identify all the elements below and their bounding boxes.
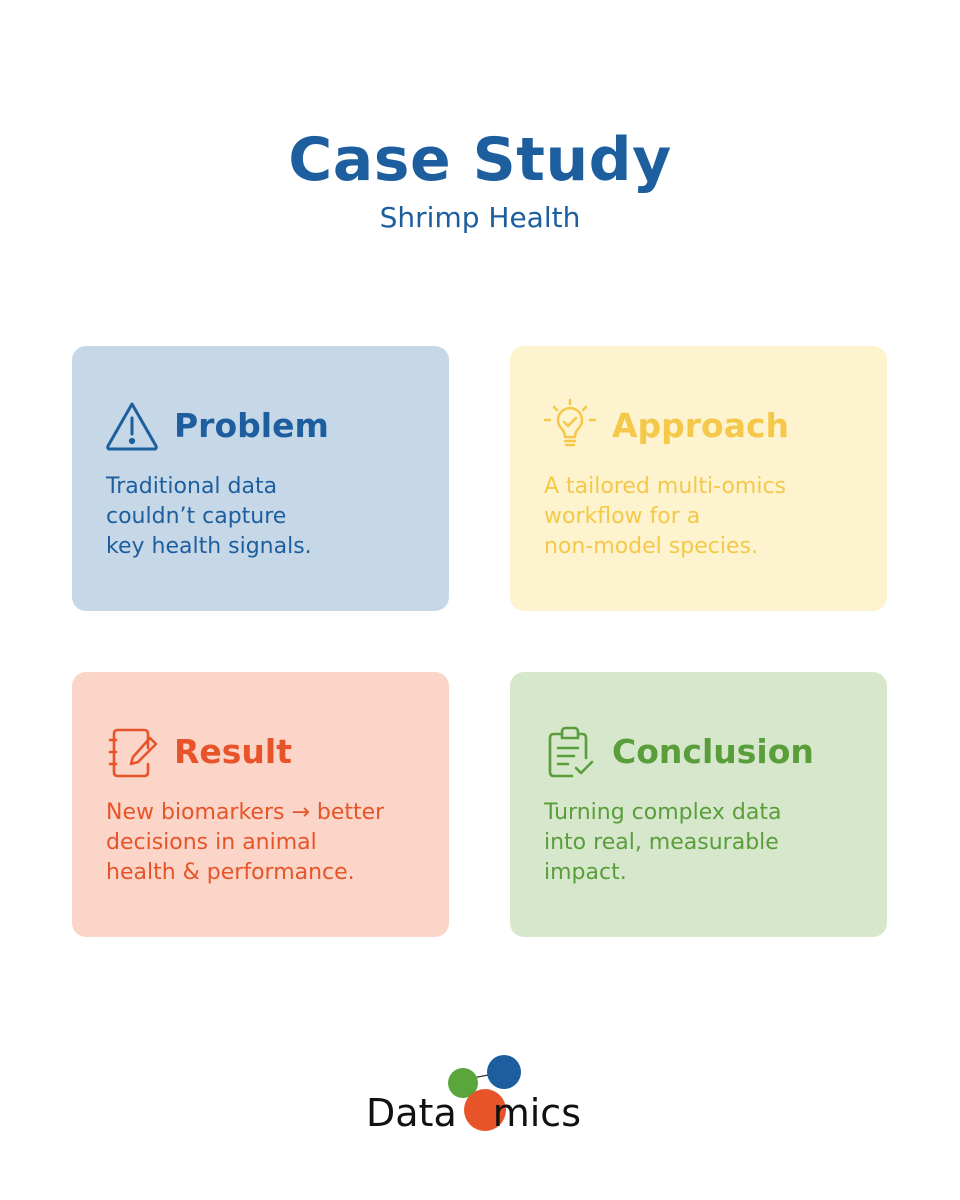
card-problem: Problem Traditional data couldn’t captur…	[72, 346, 449, 611]
card-approach: Approach A tailored multi-omics workflow…	[510, 346, 887, 611]
card-header: Conclusion	[542, 722, 814, 782]
card-body: New biomarkers → better decisions in ani…	[106, 800, 385, 885]
logo-text-left: Data	[366, 1091, 457, 1135]
card-title: Approach	[612, 406, 790, 445]
card-result: Result New biomarkers → better decisions…	[72, 672, 449, 937]
logo-text-right: mics	[492, 1091, 581, 1135]
lightbulb-check-icon	[542, 398, 598, 454]
dataomics-logo: Data mics	[360, 1050, 600, 1140]
card-conclusion: Conclusion Turning complex data into rea…	[510, 672, 887, 937]
card-header: Result	[104, 722, 292, 782]
clipboard-check-icon	[542, 724, 598, 780]
logo-wordmark: Data mics	[366, 1088, 581, 1138]
notebook-pen-icon	[104, 724, 160, 780]
page-subtitle: Shrimp Health	[379, 201, 581, 234]
card-title: Conclusion	[612, 732, 814, 771]
card-header: Approach	[542, 396, 789, 456]
card-body: A tailored multi-omics workflow for a no…	[544, 474, 787, 559]
card-header: Problem	[104, 396, 329, 456]
card-title: Problem	[174, 406, 329, 445]
card-title: Result	[174, 732, 293, 771]
page-title: Case Study	[288, 125, 672, 195]
logo-dots-icon	[448, 1055, 521, 1131]
card-body: Turning complex data into real, measurab…	[544, 800, 782, 885]
card-body: Traditional data couldn’t capture key he…	[106, 474, 312, 559]
warning-triangle-icon	[104, 398, 160, 454]
